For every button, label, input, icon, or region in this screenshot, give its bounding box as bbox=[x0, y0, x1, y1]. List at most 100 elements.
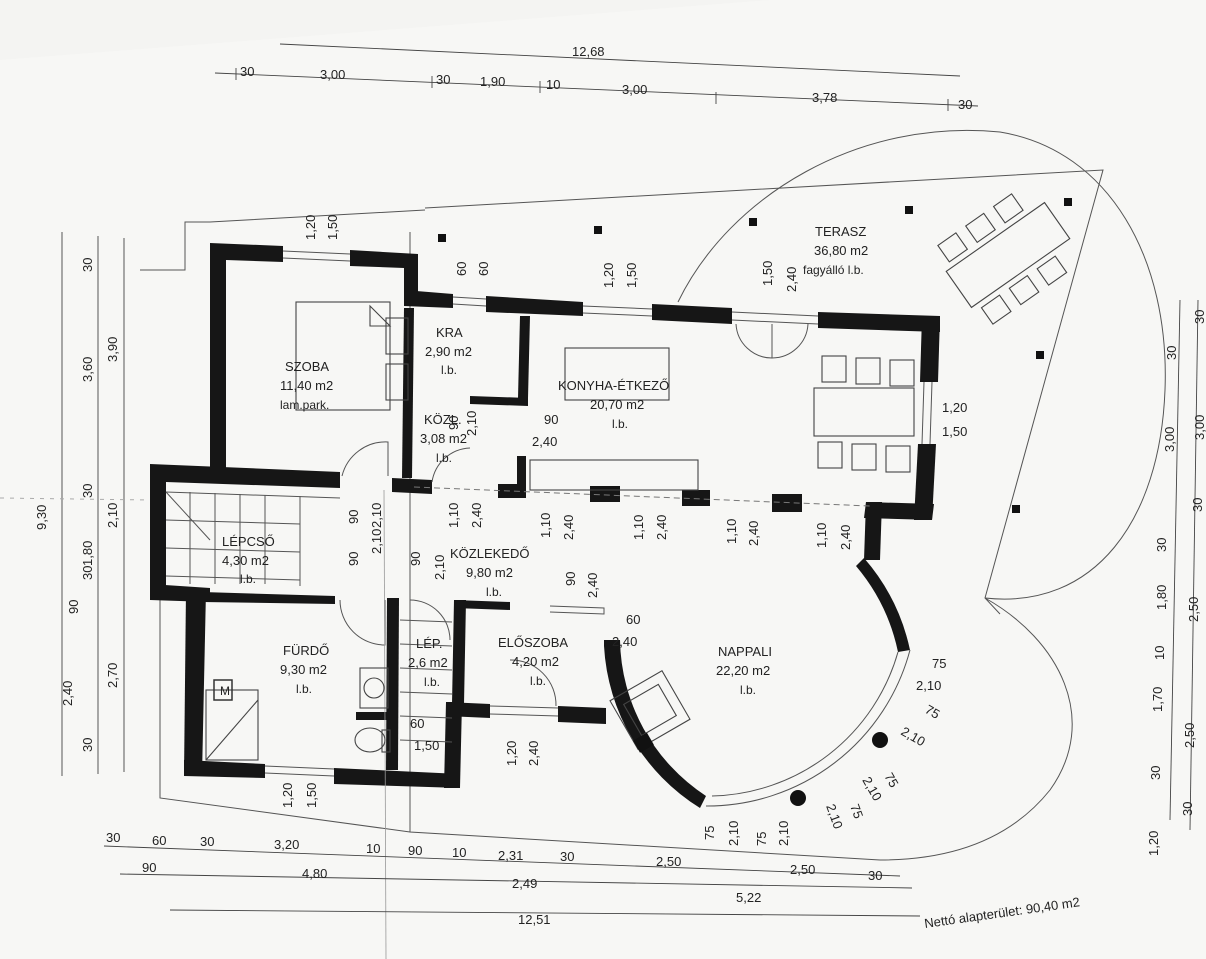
opening-p1-a: 1,10 bbox=[446, 503, 461, 528]
room-lepcso: LÉPCSŐ 4,30 m2 l.b. bbox=[222, 534, 275, 586]
dim-left-a3: 2,70 bbox=[105, 663, 120, 688]
dim-top-4: 1,90 bbox=[480, 74, 505, 89]
opening-elowin-b: 2,40 bbox=[526, 741, 541, 766]
dim-top-3: 30 bbox=[436, 72, 450, 87]
living-glazing bbox=[705, 649, 911, 807]
opening-lepwin-a: 60 bbox=[410, 716, 424, 731]
dim-right-a1: 30 bbox=[1164, 346, 1179, 360]
opening-terasz-b: 2,40 bbox=[784, 267, 799, 292]
room-area: 9,30 m2 bbox=[280, 662, 327, 677]
opening-furdowin-a: 1,20 bbox=[280, 783, 295, 808]
dim-right-a5: 10 bbox=[1152, 646, 1167, 660]
room-floor: lam.park. bbox=[280, 398, 329, 412]
room-area: 36,80 m2 bbox=[814, 243, 868, 258]
opening-nap-a: 60 bbox=[626, 612, 640, 627]
room-name: NAPPALI bbox=[718, 644, 772, 659]
toilet bbox=[354, 727, 386, 753]
dim-right-a4: 1,80 bbox=[1154, 585, 1169, 610]
opening-kozl-d: 2,40 bbox=[532, 434, 557, 449]
opening-arc1-a: 75 bbox=[932, 656, 946, 671]
opening-furdowin-b: 1,50 bbox=[304, 783, 319, 808]
opening-kozl-door-a: 90 bbox=[408, 552, 423, 566]
opening-kozl-c: 90 bbox=[544, 412, 558, 427]
dim-right-b6: 30 bbox=[1180, 802, 1195, 816]
room-szoba: SZOBA 11,40 m2 lam.park. bbox=[280, 359, 333, 412]
room-name: TERASZ bbox=[815, 224, 866, 239]
room-name: KÖZL. bbox=[424, 412, 462, 427]
dim-left-b8: 30 bbox=[80, 738, 95, 752]
room-floor: l.b. bbox=[441, 363, 457, 377]
terrace-table bbox=[937, 193, 1071, 325]
opening-arc5-b: 2,10 bbox=[776, 821, 791, 846]
dim-right-a3: 30 bbox=[1154, 538, 1169, 552]
dim-left-b2: 3,60 bbox=[80, 357, 95, 382]
room-kozl: KÖZL. 3,08 m2 l.b. bbox=[420, 412, 467, 465]
dim-bottom-4: 3,20 bbox=[274, 837, 299, 852]
opening-arc2-a: 75 bbox=[923, 702, 943, 722]
dim-left-b1: 30 bbox=[80, 258, 95, 272]
dim-bottom-1: 30 bbox=[106, 830, 120, 845]
kitchen-counter-low bbox=[529, 459, 699, 491]
opening-kra-b: 60 bbox=[476, 262, 491, 276]
opening-kozl-door-b: 2,10 bbox=[432, 555, 447, 580]
opening-nap-b: 2,40 bbox=[612, 634, 637, 649]
opening-lep-b: 2,10 bbox=[369, 529, 384, 554]
opening-kozl-b: 2,10 bbox=[464, 411, 479, 436]
room-eloszoba: ELŐSZOBA 4,20 m2 l.b. bbox=[498, 635, 568, 688]
room-name: KÖZLEKEDŐ bbox=[450, 546, 529, 561]
dim-right-b5: 2,50 bbox=[1182, 723, 1197, 748]
opening-terasz-a: 1,50 bbox=[760, 261, 775, 286]
washbasin bbox=[359, 667, 389, 709]
opening-p3-b: 2,40 bbox=[654, 515, 669, 540]
dim-left-b5: 30 bbox=[80, 566, 95, 580]
room-name: FÜRDŐ bbox=[283, 643, 329, 658]
kitchen-counter bbox=[564, 347, 670, 401]
dim-right-b3: 30 bbox=[1190, 498, 1205, 512]
room-area: 2,6 m2 bbox=[408, 655, 448, 670]
dim-top-overall: 12,68 bbox=[572, 44, 605, 59]
dim-bottom-10: 2,50 bbox=[656, 854, 681, 869]
room-floor: l.b. bbox=[612, 417, 628, 431]
dim-bottom-12: 30 bbox=[868, 868, 882, 883]
left-dimensions: 9,30 3,90 2,10 2,70 30 3,60 30 1,80 30 9… bbox=[34, 232, 125, 776]
fireplace bbox=[609, 669, 691, 753]
dim-bottom-row2-3: 2,49 bbox=[512, 876, 537, 891]
corridor-lines bbox=[0, 486, 871, 959]
room-area: 4,30 m2 bbox=[222, 553, 269, 568]
room-area: 4,20 m2 bbox=[512, 654, 559, 669]
room-name: LÉP. bbox=[416, 636, 443, 651]
dim-bottom-11: 2,50 bbox=[790, 862, 815, 877]
room-name: KRA bbox=[436, 325, 463, 340]
room-furdo: FÜRDŐ 9,30 m2 l.b. bbox=[280, 643, 329, 696]
room-area: 9,80 m2 bbox=[466, 565, 513, 580]
room-terasz: TERASZ 36,80 m2 fagyálló l.b. bbox=[803, 224, 868, 277]
opening-arc5-a: 75 bbox=[754, 832, 769, 846]
dim-top-7: 3,78 bbox=[812, 90, 837, 105]
dim-right-b4: 2,50 bbox=[1186, 597, 1201, 622]
room-name: KONYHA-ÉTKEZŐ bbox=[558, 378, 669, 393]
opening-p5-a: 1,10 bbox=[814, 523, 829, 548]
dim-left-b6: 90 bbox=[66, 600, 81, 614]
opening-p4-b: 2,40 bbox=[746, 521, 761, 546]
room-floor: l.b. bbox=[530, 674, 546, 688]
opening-p4-a: 1,10 bbox=[724, 519, 739, 544]
room-name: SZOBA bbox=[285, 359, 329, 374]
dim-left-overall: 9,30 bbox=[34, 505, 49, 530]
top-dimensions: 12,68 30 3,00 30 1,90 10 3,00 3,78 30 bbox=[214, 43, 979, 112]
room-name: LÉPCSŐ bbox=[222, 534, 275, 549]
dim-right-a7: 30 bbox=[1148, 766, 1163, 780]
bottom-dimensions: 30 60 30 3,20 10 90 10 2,31 30 2,50 2,50… bbox=[103, 830, 921, 927]
opening-konyha-b: 1,50 bbox=[624, 263, 639, 288]
dim-bottom-row2-1: 90 bbox=[142, 860, 156, 875]
opening-arc6-a: 75 bbox=[702, 826, 717, 840]
dim-top-5: 10 bbox=[546, 77, 560, 92]
dim-bottom-row2-4: 5,22 bbox=[736, 890, 761, 905]
dim-bottom-6: 90 bbox=[408, 843, 422, 858]
room-kra: KRA 2,90 m2 l.b. bbox=[425, 325, 472, 377]
dim-left-a1: 3,90 bbox=[105, 337, 120, 362]
dim-left-b7: 2,40 bbox=[60, 681, 75, 706]
dim-right-b1: 30 bbox=[1192, 310, 1206, 324]
opening-p3-a: 1,10 bbox=[631, 515, 646, 540]
opening-szoba-a: 1,20 bbox=[303, 215, 318, 240]
